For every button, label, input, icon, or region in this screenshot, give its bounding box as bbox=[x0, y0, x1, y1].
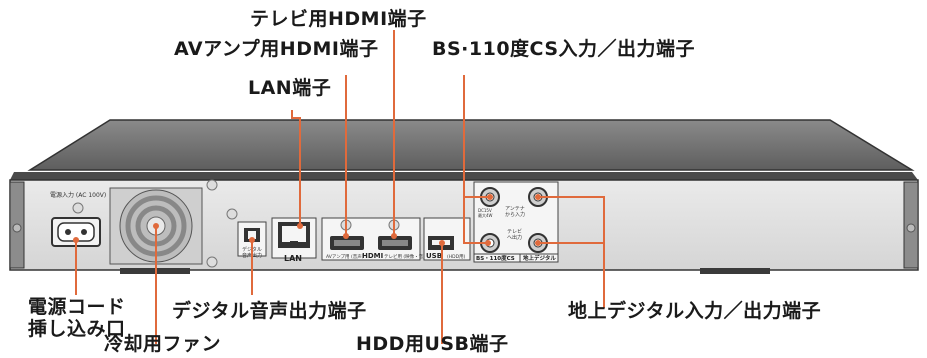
tv-out-label-2: へ出力 bbox=[507, 234, 522, 241]
dc-out-label-2: 最大4W bbox=[478, 212, 493, 218]
device-top-surface bbox=[27, 119, 915, 171]
hdmi-label: HDMI bbox=[362, 252, 383, 260]
callout-av-amp-hdmi: AVアンプ用HDMI端子 bbox=[174, 38, 379, 60]
bs-cs-label: BS・110度CS bbox=[476, 254, 515, 262]
leader-lan bbox=[291, 110, 301, 226]
leader-lines bbox=[75, 30, 605, 344]
callout-terrestrial: 地上デジタル入力／出力端子 bbox=[568, 300, 822, 322]
leader-terrestrial bbox=[538, 196, 605, 308]
hdmi-sub-tv: テレビ用 (映像・音声) bbox=[384, 253, 430, 260]
usb-sub: (HDD用) bbox=[447, 254, 466, 260]
callout-power-line-1: 電源コード bbox=[28, 296, 126, 318]
tv-out-label-1: テレビ bbox=[507, 228, 522, 235]
callout-bs-cs: BS·110度CS入力／出力端子 bbox=[432, 38, 696, 60]
power-inlet-label: 電源入力 (AC 100V) bbox=[50, 191, 106, 199]
power-inlet bbox=[51, 217, 101, 247]
callout-fan: 冷却用ファン bbox=[104, 333, 222, 355]
lan-port bbox=[271, 217, 317, 259]
dc-out-label-1: DC15V bbox=[478, 208, 492, 213]
terrestrial-label: 地上デジタル bbox=[523, 254, 556, 262]
callout-tv-hdmi: テレビ用HDMI端子 bbox=[250, 8, 427, 30]
leader-dots bbox=[73, 194, 541, 246]
usb-label: USB bbox=[426, 252, 442, 260]
lan-port-label: LAN bbox=[284, 254, 302, 263]
antenna-in-label-1: アンテナ bbox=[505, 206, 525, 212]
callout-lan: LAN端子 bbox=[248, 77, 332, 99]
callout-power-line-2: 挿し込み口 bbox=[28, 318, 126, 340]
hdmi-panel bbox=[321, 217, 421, 261]
foot-right bbox=[700, 268, 770, 274]
callout-digital-audio: デジタル音声出力端子 bbox=[172, 300, 367, 322]
callout-hdd-usb: HDD用USB端子 bbox=[356, 333, 509, 355]
hdmi-sub-av: AVアンプ用 (音声) bbox=[326, 253, 364, 260]
leader-bs-cs bbox=[463, 75, 488, 244]
antenna-in-label-2: から入力 bbox=[505, 211, 525, 218]
